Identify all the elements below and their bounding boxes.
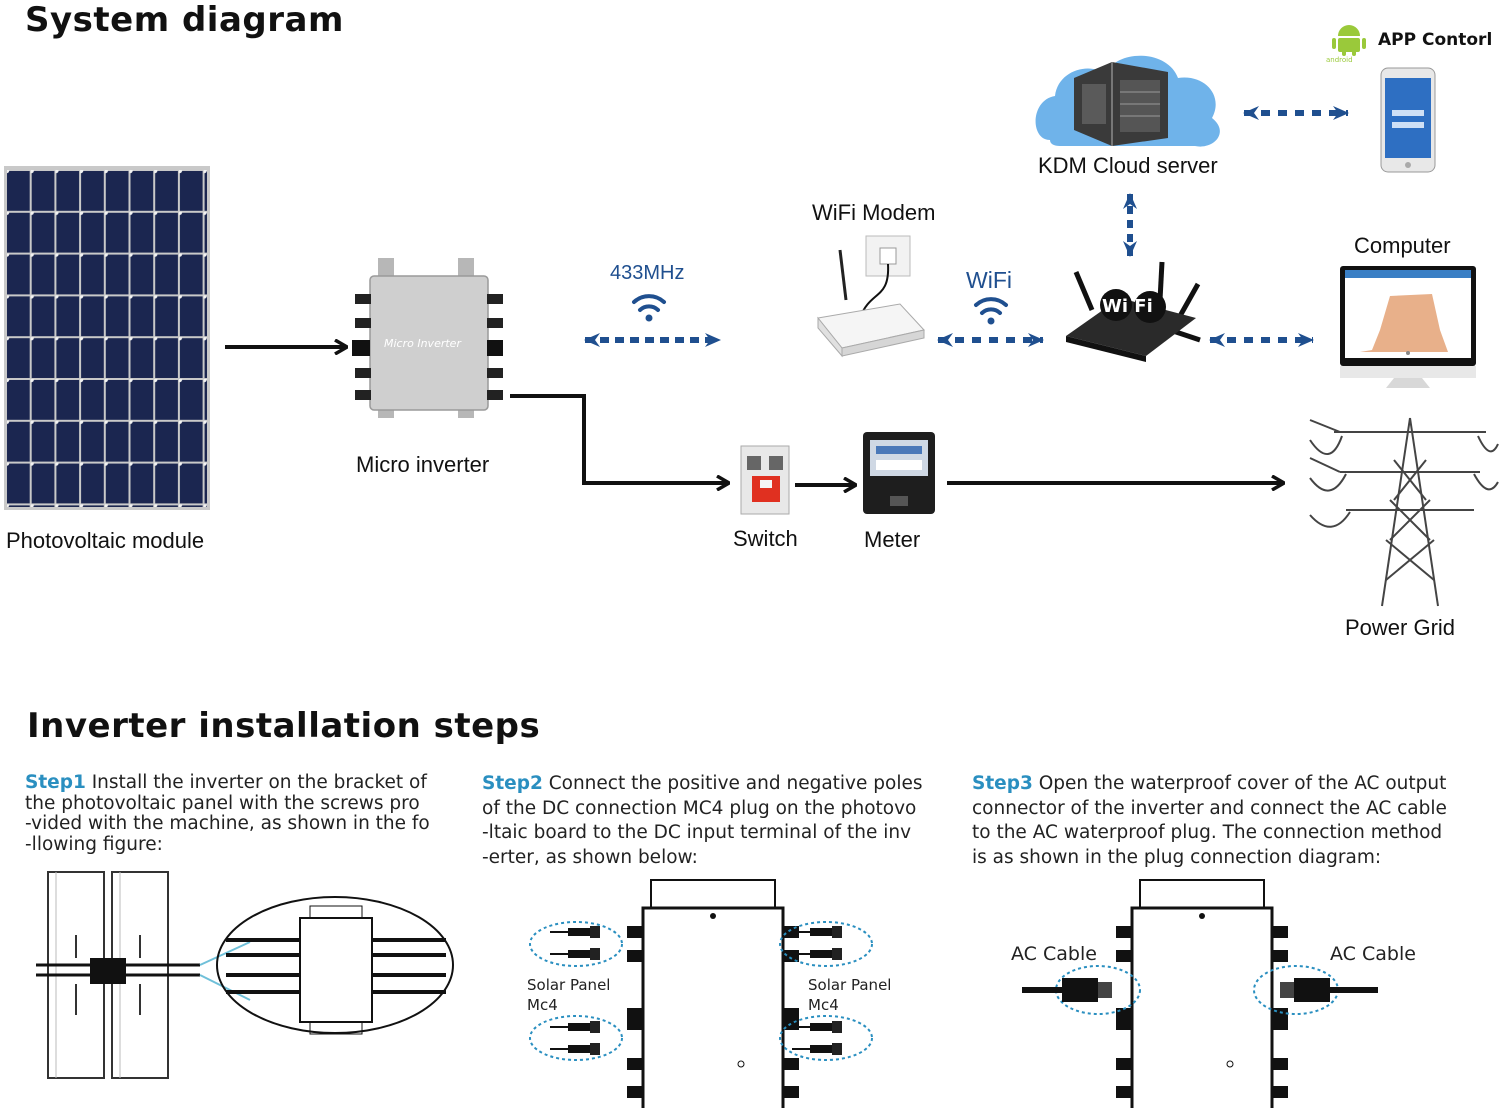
smartphone-icon — [1380, 67, 1436, 173]
step3-text: Step3 Open the waterproof cover of the A… — [972, 772, 1472, 870]
label-app-control: APP Contorl — [1378, 30, 1493, 50]
micro-inverter-device: Micro Inverter — [352, 258, 503, 418]
android-text: android — [1326, 56, 1353, 64]
step3-line-3: to the AC waterproof plug. The connectio… — [972, 822, 1443, 843]
wifi-signal-icon-433 — [632, 294, 666, 322]
step2-line-1: Connect the positive and negative poles — [542, 773, 923, 794]
step1-line-1: Install the inverter on the bracket of — [85, 772, 427, 793]
label-433mhz: 433MHz — [610, 262, 685, 284]
system-diagram-graphics: Micro Inverter — [4, 25, 1499, 607]
label-micro-inverter: Micro inverter — [356, 452, 490, 477]
step2-line-4: -erter, as shown below: — [482, 846, 698, 868]
step1-illustration — [36, 871, 454, 1079]
step2-line-3: -ltaic board to the DC input terminal of… — [482, 822, 912, 843]
label-photovoltaic-module: Photovoltaic module — [6, 528, 205, 553]
router-wifi-text: Wi Fi — [1102, 296, 1153, 317]
step2-tag: Step2 — [482, 773, 543, 794]
step3-line-1: Open the waterproof cover of the AC outp… — [1032, 773, 1447, 794]
step3-line-4: is as shown in the plug connection diagr… — [972, 846, 1382, 868]
label-computer: Computer — [1354, 233, 1451, 258]
step2-left-solar-panel-label: Solar Panel — [527, 976, 611, 994]
step2-right-solar-panel-label: Solar Panel — [808, 976, 892, 994]
step1-line-2: the photovoltaic panel with the screws p… — [25, 792, 420, 814]
installation-steps-title: Inverter installation steps — [27, 706, 541, 746]
cloud-server-icon — [1035, 55, 1220, 147]
label-switch: Switch — [733, 526, 798, 551]
step3-illustration — [1022, 878, 1378, 1108]
step1-line-4: -llowing figure: — [25, 833, 163, 855]
arrow-inverter-to-switch — [510, 394, 728, 483]
step2-text: Step2 Connect the positive and negative … — [482, 772, 952, 870]
power-grid-tower — [1309, 417, 1499, 607]
android-logo-icon: android — [1326, 25, 1366, 64]
step1-line-3: -vided with the machine, as shown in the… — [25, 813, 430, 834]
label-kdm-cloud-server: KDM Cloud server — [1038, 153, 1218, 178]
wifi-router-device: Wi Fi — [1066, 261, 1201, 362]
step3-left-ac-cable-label: AC Cable — [1011, 943, 1097, 965]
switch-breaker — [740, 445, 790, 515]
step1-text: Step1 Install the inverter on the bracke… — [25, 772, 465, 855]
computer-monitor-icon — [1340, 266, 1476, 388]
step3-line-2: connector of the inverter and connect th… — [972, 797, 1447, 819]
step1-tag: Step1 — [25, 772, 86, 793]
step2-right-mc4-label: Mc4 — [808, 996, 839, 1014]
photovoltaic-panel — [4, 166, 210, 510]
label-meter: Meter — [864, 527, 921, 552]
electric-meter — [863, 432, 935, 514]
label-wifi: WiFi — [966, 267, 1012, 293]
wifi-modem-device — [817, 235, 925, 358]
step3-right-ac-cable-label: AC Cable — [1330, 943, 1416, 965]
step3-tag: Step3 — [972, 773, 1033, 794]
step2-line-2: of the DC connection MC4 plug on the pho… — [482, 797, 917, 819]
system-diagram-title: System diagram — [25, 0, 344, 40]
wifi-signal-icon — [974, 297, 1008, 325]
label-power-grid: Power Grid — [1345, 615, 1456, 640]
label-wifi-modem: WiFi Modem — [812, 200, 936, 225]
micro-inverter-device-text: Micro Inverter — [384, 337, 462, 350]
step2-left-mc4-label: Mc4 — [527, 996, 558, 1014]
